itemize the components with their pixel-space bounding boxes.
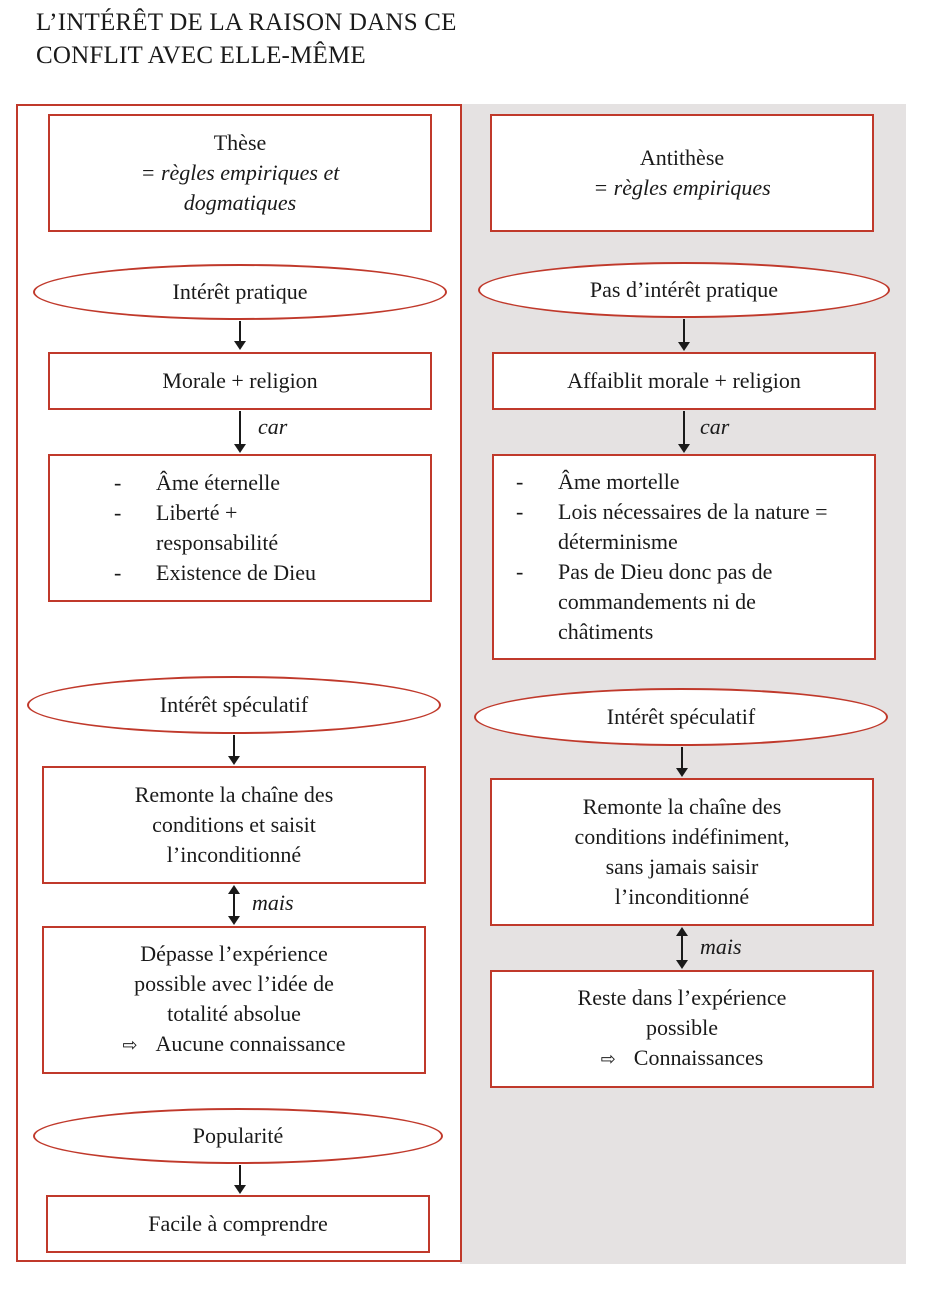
conclusion-arrow-icon: ⇨ (122, 1035, 138, 1056)
antithesis-speculative-conclusion-row: ⇨ Connaissances (601, 1043, 764, 1075)
thesis-speculative-box2-line-2: possible avec l’idée de (134, 971, 334, 996)
antithesis-speculative-box2-line-1: Reste dans l’expérience (577, 985, 787, 1010)
antithesis-speculative-line-2: conditions indéfiniment, (574, 824, 790, 849)
thesis-practical-oval: Intérêt pratique (33, 264, 447, 320)
antithesis-practical-connector: car (700, 414, 730, 439)
thesis-speculative-line-1: Remonte la chaîne des (134, 782, 334, 807)
antithesis-speculative-box: Remonte la chaîne des conditions indéfin… (490, 778, 874, 926)
arrow-down-icon (676, 747, 688, 777)
thesis-practical-box: Morale + religion (48, 352, 432, 410)
thesis-speculative-line-2: conditions et saisit (152, 812, 316, 837)
arrow-down-icon (678, 319, 690, 351)
antithesis-practical-box: Affaiblit morale + religion (492, 352, 876, 410)
antithesis-speculative-box2-line-2: possible (645, 1015, 719, 1040)
thesis-popularity-box: Facile à comprendre (46, 1195, 430, 1253)
thesis-speculative-label: Intérêt spéculatif (159, 692, 309, 717)
antithesis-speculative-line-3: sans jamais saisir (605, 854, 759, 879)
antithesis-header-box: Antithèse = règles empiriques (490, 114, 874, 232)
antithesis-speculative-line-1: Remonte la chaîne des (582, 794, 782, 819)
thesis-speculative-box-2: Dépasse l’expérience possible avec l’idé… (42, 926, 426, 1074)
arrow-down-icon (234, 1165, 246, 1194)
antithesis-practical-list-box: Âme mortelle Lois nécessaires de la natu… (492, 454, 876, 660)
arrow-down-icon (678, 411, 690, 453)
antithesis-practical-box-text: Affaiblit morale + religion (567, 368, 801, 393)
thesis-speculative-oval: Intérêt spéculatif (27, 676, 441, 734)
thesis-practical-label: Intérêt pratique (172, 279, 308, 304)
title-line-2: CONFLIT AVEC ELLE-MÊME (36, 42, 366, 69)
arrow-down-icon (228, 735, 240, 765)
page-title: L’INTÉRÊT DE LA RAISON DANS CE CONFLIT A… (36, 6, 656, 72)
antithesis-title: Antithèse (639, 145, 725, 170)
list-item: Existence de Dieu (114, 558, 336, 588)
antithesis-speculative-label: Intérêt spéculatif (606, 704, 756, 729)
thesis-popularity-label: Popularité (192, 1123, 284, 1148)
double-arrow-icon (676, 927, 688, 969)
antithesis-practical-oval: Pas d’intérêt pratique (478, 262, 890, 318)
list-item: Âme éternelle (114, 468, 336, 498)
thesis-speculative-conclusion-row: ⇨ Aucune connaissance (122, 1029, 345, 1061)
thesis-practical-box-text: Morale + religion (162, 368, 318, 393)
antithesis-speculative-conclusion: Connaissances (633, 1045, 764, 1070)
thesis-speculative-connector: mais (252, 890, 294, 915)
thesis-speculative-box: Remonte la chaîne des conditions et sais… (42, 766, 426, 884)
list-item: Pas de Dieu donc pas de commandements ni… (516, 557, 848, 647)
thesis-speculative-line-3: l’inconditionné (166, 842, 302, 867)
thesis-popularity-oval: Popularité (33, 1108, 443, 1164)
thesis-header-box: Thèse = règles empiriques et dogmatiques (48, 114, 432, 232)
thesis-practical-list-box: Âme éternelle Liberté + responsabilité E… (48, 454, 432, 602)
arrow-down-icon (234, 321, 246, 350)
arrow-down-icon (234, 411, 246, 453)
antithesis-subtitle: = règles empiriques (593, 175, 771, 200)
thesis-speculative-box2-line-3: totalité absolue (167, 1001, 301, 1026)
double-arrow-icon (228, 885, 240, 925)
antithesis-speculative-connector: mais (700, 934, 742, 959)
antithesis-practical-list: Âme mortelle Lois nécessaires de la natu… (516, 467, 848, 647)
antithesis-speculative-oval: Intérêt spéculatif (474, 688, 888, 746)
thesis-subtitle-2: dogmatiques (183, 190, 297, 215)
list-item: Liberté + responsabilité (114, 498, 336, 558)
list-item: Lois nécessaires de la nature = détermin… (516, 497, 848, 557)
title-line-1: L’INTÉRÊT DE LA RAISON DANS CE (36, 9, 457, 36)
conclusion-arrow-icon: ⇨ (600, 1049, 616, 1070)
antithesis-practical-label: Pas d’intérêt pratique (589, 277, 779, 302)
thesis-popularity-box-text: Facile à comprendre (148, 1211, 328, 1236)
list-item: Âme mortelle (516, 467, 848, 497)
thesis-speculative-conclusion: Aucune connaissance (155, 1031, 346, 1056)
thesis-subtitle-1: = règles empiriques et (140, 160, 340, 185)
thesis-practical-list: Âme éternelle Liberté + responsabilité E… (114, 468, 336, 588)
thesis-practical-connector: car (258, 414, 288, 439)
antithesis-speculative-line-4: l’inconditionné (614, 884, 750, 909)
thesis-title: Thèse (213, 130, 267, 155)
thesis-speculative-box2-line-1: Dépasse l’expérience (140, 941, 328, 966)
antithesis-speculative-box-2: Reste dans l’expérience possible ⇨ Connai… (490, 970, 874, 1088)
